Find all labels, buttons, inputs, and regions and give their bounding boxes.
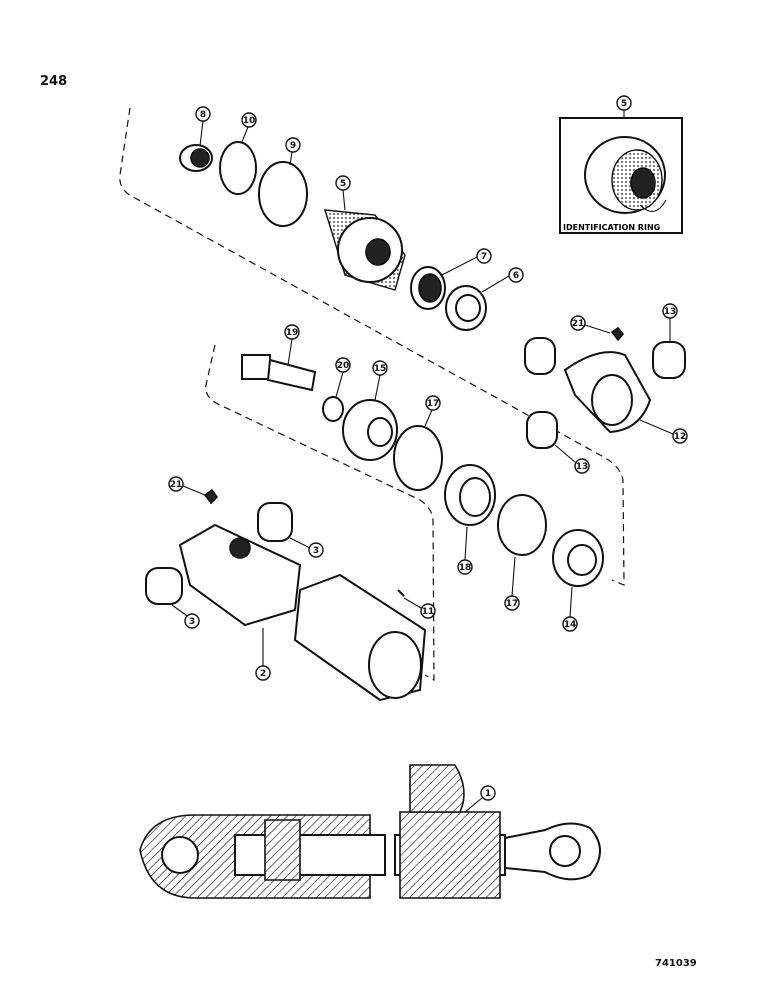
svg-text:5: 5: [621, 99, 627, 109]
part-2-cylinder-tube-end: [178, 523, 302, 627]
svg-text:3: 3: [189, 617, 195, 627]
part-13-bushing-b: [526, 411, 558, 449]
callout-15: 15: [372, 360, 388, 401]
callout-11: 11: [403, 597, 436, 619]
callout-3-left: 3: [171, 604, 200, 629]
callout-3-right: 3: [289, 537, 324, 558]
svg-text:20: 20: [337, 361, 350, 371]
callout-14: 14: [562, 586, 578, 632]
page-number: 248: [40, 74, 68, 89]
part-21-grease-fitting-a: [610, 326, 625, 342]
svg-text:9: 9: [290, 141, 296, 151]
part-20-washer: [322, 396, 344, 422]
callout-8: 8: [195, 106, 211, 147]
svg-text:17: 17: [427, 399, 440, 409]
svg-text:7: 7: [481, 252, 487, 262]
part-14-wiper: [552, 529, 604, 587]
callout-17-upper: 17: [424, 395, 441, 427]
group-outline-middle: [205, 344, 435, 682]
callout-7: 7: [441, 248, 492, 276]
part-15-head: [342, 399, 398, 461]
svg-text:17: 17: [506, 599, 519, 609]
callout-19: 19: [284, 324, 300, 366]
part-19-bolt: [241, 354, 317, 392]
callout-12: 12: [639, 419, 688, 444]
part-7-seal: [410, 266, 446, 310]
svg-text:18: 18: [459, 563, 472, 573]
callout-5-inset: 5: [616, 95, 632, 118]
svg-text:2: 2: [260, 669, 266, 679]
part-10-backup-ring: [219, 141, 257, 195]
svg-text:15: 15: [374, 364, 387, 374]
part-3-bushing-a: [257, 502, 293, 542]
svg-text:13: 13: [664, 307, 677, 317]
svg-text:8: 8: [200, 110, 206, 120]
svg-text:21: 21: [170, 480, 183, 490]
part-13-bushing-c: [652, 341, 686, 379]
part-9-o-ring: [258, 161, 308, 227]
svg-text:10: 10: [243, 116, 256, 126]
svg-text:6: 6: [513, 271, 519, 281]
svg-text:21: 21: [572, 319, 585, 329]
callout-1: 1: [464, 785, 496, 813]
inset-label: IDENTIFICATION RING: [563, 223, 660, 232]
inset-identification-ring: IDENTIFICATION RING: [559, 117, 683, 234]
part-12-rod-eye: [563, 351, 652, 434]
part-18-bushing: [444, 464, 496, 526]
inset-arrow: [639, 199, 667, 212]
part-11-screw: [397, 589, 405, 597]
part-6-wear-ring: [445, 285, 487, 331]
callout-20: 20: [335, 357, 351, 398]
svg-text:11: 11: [422, 607, 435, 617]
callout-2: 2: [255, 628, 271, 681]
part-21-grease-fitting-b: [203, 488, 219, 505]
callout-21-lower: 21: [168, 476, 206, 496]
callout-17-lower: 17: [504, 556, 520, 611]
callout-10: 10: [241, 112, 257, 143]
cylinder-tube: [293, 573, 427, 702]
figure-code: 741039: [655, 958, 697, 969]
inset-piston-part: [584, 136, 666, 214]
part-17-seal-lower: [497, 494, 547, 556]
callout-6: 6: [481, 267, 524, 293]
part-8-bushing: [179, 144, 213, 172]
part-13-bushing-a: [524, 337, 556, 375]
svg-text:19: 19: [286, 328, 299, 338]
part-3-bushing-b: [145, 567, 183, 605]
svg-text:5: 5: [340, 179, 346, 189]
assembled-section-view: [139, 764, 601, 899]
callout-5: 5: [335, 175, 351, 211]
group-outline-upper: [119, 107, 625, 586]
callout-13-upper: 13: [662, 303, 678, 342]
part-5-piston: [324, 209, 406, 291]
svg-text:3: 3: [313, 546, 319, 556]
svg-text:1: 1: [485, 789, 491, 799]
svg-text:13: 13: [576, 462, 589, 472]
callout-18: 18: [457, 526, 473, 575]
svg-text:12: 12: [674, 432, 687, 442]
callout-9: 9: [285, 137, 301, 166]
callout-21-upper: 21: [570, 315, 611, 334]
callout-13-lower: 13: [554, 444, 590, 474]
part-17-seal-upper: [393, 425, 443, 491]
svg-text:14: 14: [564, 620, 577, 630]
